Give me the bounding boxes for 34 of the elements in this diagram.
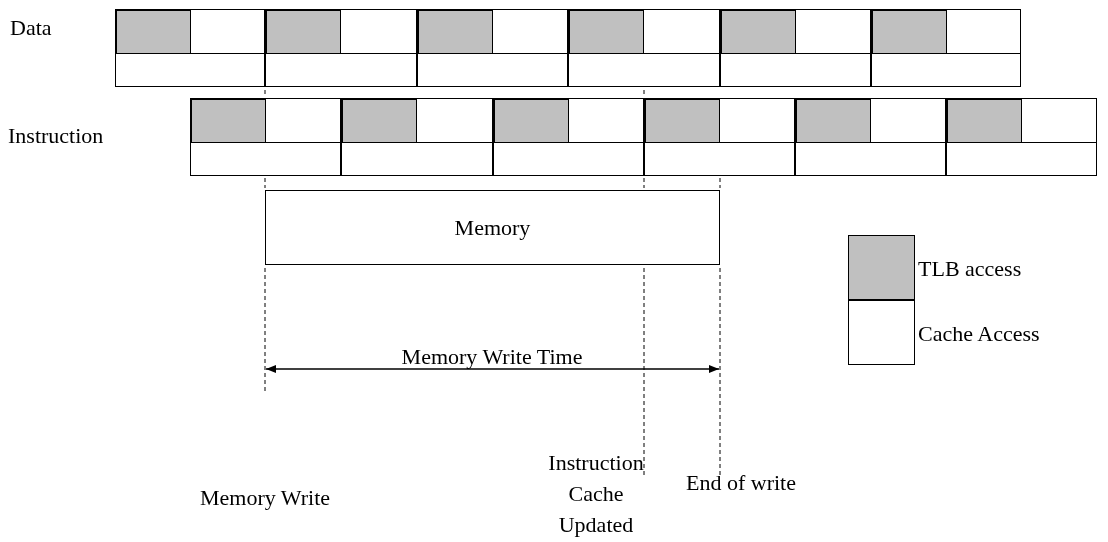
- tlb-access-box: [721, 10, 796, 54]
- cache-access-box: [190, 98, 341, 176]
- cache-access-box: [341, 98, 493, 176]
- legend-label: TLB access: [918, 255, 1022, 283]
- tlb-access-box: [947, 99, 1022, 143]
- text-label: Instruction Cache Updated: [547, 449, 645, 539]
- cache-access-box: [417, 9, 568, 87]
- text-label: Data: [10, 14, 52, 42]
- text-label: Memory Write Time: [401, 343, 583, 371]
- text-label: Instruction: [8, 122, 104, 150]
- cache-access-box: [795, 98, 946, 176]
- cache-access-box: [644, 98, 795, 176]
- cache-access-box: [946, 98, 1097, 176]
- cache-access-box: [720, 9, 871, 87]
- tlb-access-box: [116, 10, 191, 54]
- cache-access-box: [493, 98, 644, 176]
- memory-box: [265, 190, 720, 265]
- tlb-access-box: [569, 10, 644, 54]
- tlb-access-box: [418, 10, 493, 54]
- tlb-access-box: [342, 99, 417, 143]
- cache-access-box: [115, 9, 265, 87]
- tlb-access-box: [872, 10, 947, 54]
- text-label: End of write: [686, 469, 796, 497]
- cache-access-box: [568, 9, 720, 87]
- tlb-access-box: [796, 99, 871, 143]
- cache-access-box: [265, 9, 417, 87]
- cache-access-box: [871, 9, 1021, 87]
- tlb-access-box: [645, 99, 720, 143]
- legend-label: Cache Access: [918, 320, 1040, 348]
- tlb-access-box: [191, 99, 266, 143]
- tlb-access-box: [266, 10, 341, 54]
- tlb-access-box: [494, 99, 569, 143]
- text-label: Memory Write: [199, 484, 331, 512]
- box-label: Memory: [454, 214, 531, 241]
